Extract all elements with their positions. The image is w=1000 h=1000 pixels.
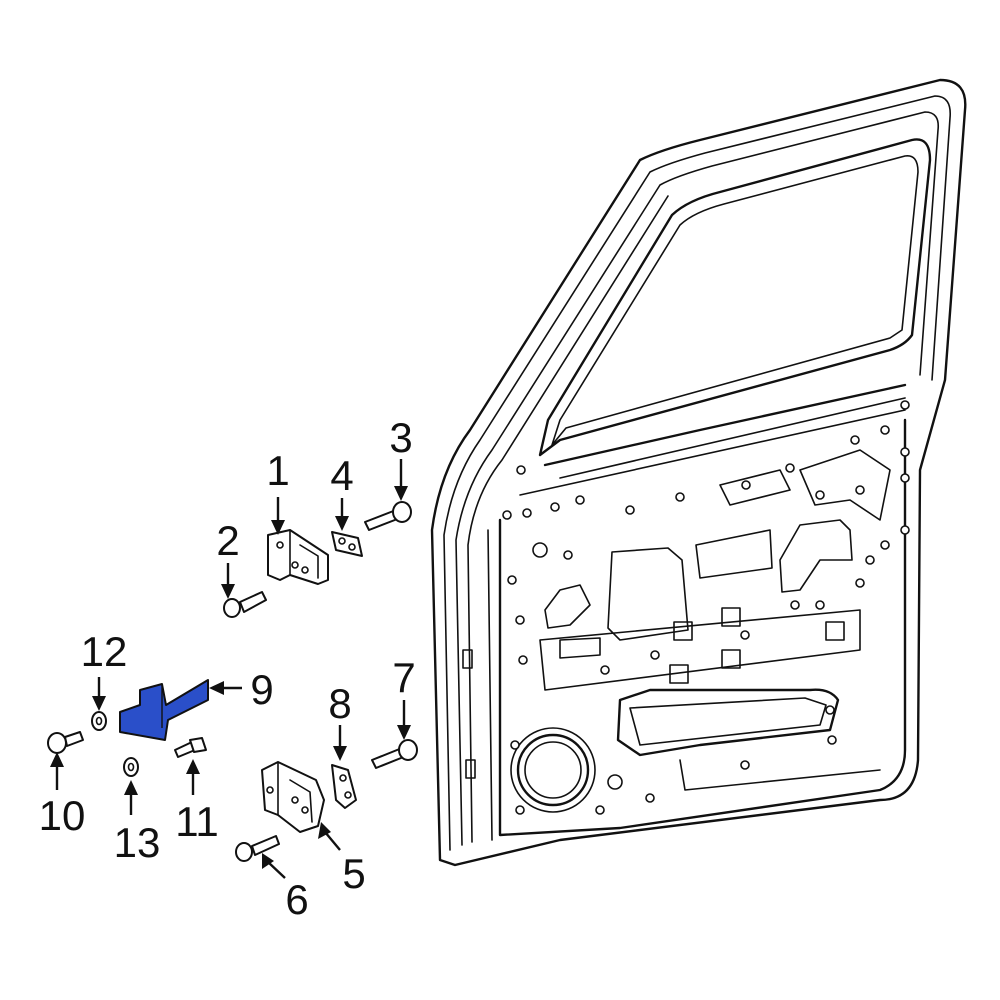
- callout-labels: 1 2 3 4 5 6 7 8 9 10 11 12 13: [39, 414, 416, 923]
- callout-8: 8: [328, 680, 351, 727]
- callout-3: 3: [389, 414, 412, 461]
- washer-upper[interactable]: [91, 711, 107, 731]
- callout-13: 13: [114, 819, 161, 866]
- callout-4: 4: [330, 452, 353, 499]
- washer-lower[interactable]: [123, 757, 139, 777]
- check-bolt[interactable]: [47, 731, 84, 754]
- hinge-shim-lower[interactable]: [331, 764, 357, 809]
- callout-2: 2: [216, 517, 239, 564]
- callout-1: 1: [266, 447, 289, 494]
- lower-hinge[interactable]: [261, 761, 325, 833]
- hinge-bolt-body[interactable]: [364, 501, 412, 531]
- door-shell: [430, 78, 967, 867]
- door-holes: [502, 400, 910, 815]
- callout-11: 11: [175, 798, 219, 845]
- callout-9: 9: [250, 666, 273, 713]
- hinge-shim-upper[interactable]: [331, 531, 363, 557]
- callout-arrows: [50, 459, 411, 879]
- check-mount-bolt[interactable]: [174, 737, 207, 758]
- upper-hinge[interactable]: [267, 529, 329, 585]
- hinge-bolt-lower[interactable]: [235, 835, 280, 862]
- callout-6: 6: [285, 876, 308, 923]
- hinge-bolt-body-lower[interactable]: [371, 739, 418, 769]
- hinge-bolt-upper[interactable]: [223, 591, 267, 618]
- callout-5: 5: [342, 850, 365, 897]
- callout-12: 12: [81, 628, 128, 675]
- door-check-strap[interactable]: [119, 679, 209, 741]
- callout-7: 7: [392, 654, 415, 701]
- callout-10: 10: [39, 792, 86, 839]
